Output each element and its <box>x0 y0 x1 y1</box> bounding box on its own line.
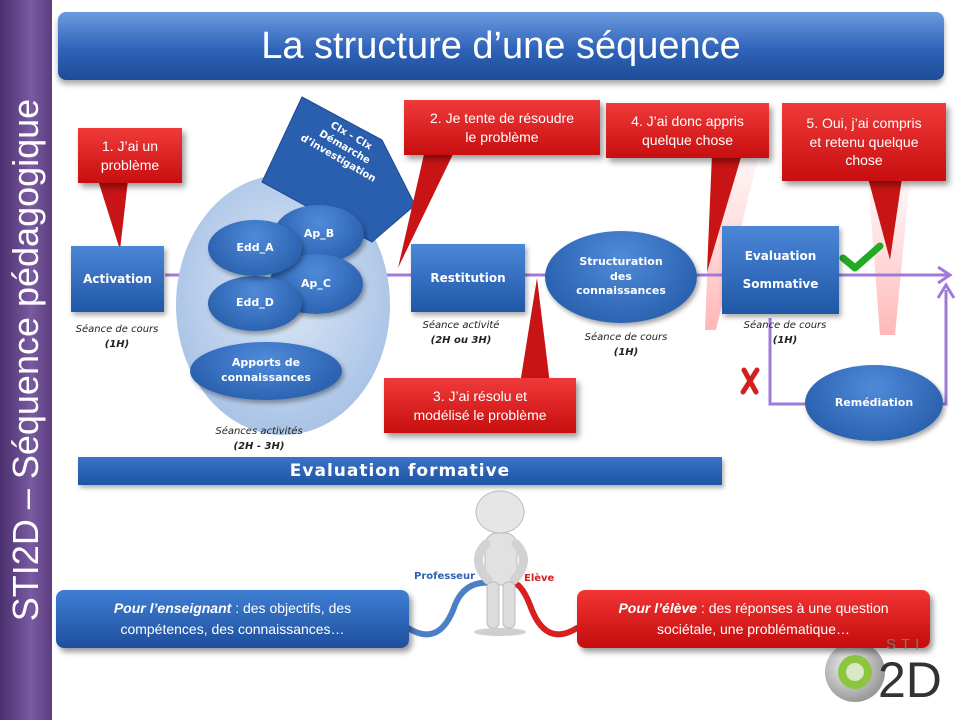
seance-activation: Séance de cours (1H) <box>75 324 159 350</box>
activation-label: Activation <box>83 272 152 286</box>
eleve-label: Elève <box>524 573 555 584</box>
timeline-arrow-head <box>937 265 953 285</box>
callout-5: 5. Oui, j’ai compris et retenu quelque c… <box>782 103 946 181</box>
remediation-return <box>940 290 948 406</box>
restitution-box[interactable]: Restitution <box>411 244 525 312</box>
seance-restitution: Séance activité (2H ou 3H) <box>422 320 500 346</box>
light-ray-5 <box>868 178 910 335</box>
activation-box[interactable]: Activation <box>71 246 164 312</box>
evaluation-sommative-box[interactable]: Evaluation Sommative <box>722 226 839 314</box>
remediation-return-arrow <box>936 282 956 299</box>
cable-eleve <box>507 579 580 638</box>
sti2d-logo-icon <box>825 642 885 702</box>
cable-professeur <box>405 579 495 638</box>
restitution-label: Restitution <box>430 271 506 285</box>
callout-5-tail <box>868 178 902 260</box>
professeur-label: Professeur <box>414 571 476 582</box>
seance-evaluation: Séance de cours (1H) <box>743 320 827 346</box>
enseignant-box: Pour l’enseignant : des objectifs, des c… <box>56 590 409 648</box>
callout-4: 4. J’ai donc appris quelque chose <box>606 103 769 158</box>
title-bar: La structure d’une séquence <box>58 12 944 80</box>
evaluation-formative-bar: Evaluation formative <box>78 457 722 485</box>
figure-person-icon <box>474 490 528 636</box>
page-title: La structure d’une séquence <box>261 24 741 67</box>
logo-2d-text: 2D <box>878 652 942 708</box>
callout-2: 2. Je tente de résoudre le problème <box>404 100 600 155</box>
cross-icon <box>740 367 760 395</box>
seance-activites: Séances activités (2H - 3H) <box>215 426 303 452</box>
seance-structuration: Séance de cours (1H) <box>584 332 668 358</box>
side-band: STI2D – Séquence pédagogique <box>0 0 52 720</box>
callout-4-tail <box>707 154 742 272</box>
remediation-ellipse[interactable]: Remédiation <box>805 365 943 441</box>
edd-d-ellipse[interactable]: Edd_D <box>208 276 302 331</box>
eleve-box: Pour l’élève : des réponses à une questi… <box>577 590 930 648</box>
callout-1-tail <box>98 180 128 250</box>
callout-2-tail <box>398 150 455 268</box>
remediation-loop <box>768 318 806 406</box>
callout-3-tail <box>520 278 550 384</box>
check-icon <box>839 242 884 272</box>
edd-a-ellipse[interactable]: Edd_A <box>208 220 302 276</box>
callout-1: 1. J’ai un problème <box>78 128 182 183</box>
callout-3: 3. J’ai résolu et modélisé le problème <box>384 378 576 433</box>
logo-sti-text: STI <box>886 636 925 653</box>
